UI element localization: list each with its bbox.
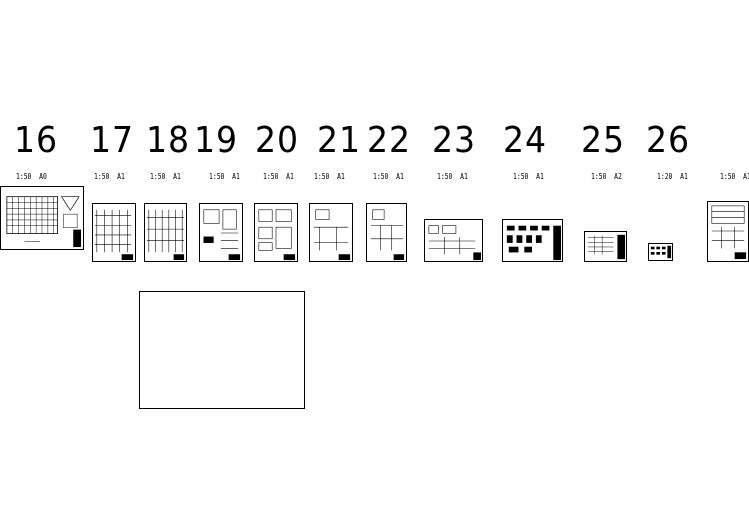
sheet-number-23: 23 bbox=[432, 120, 476, 161]
sheet-number-26: 26 bbox=[646, 120, 690, 161]
detail-drawing bbox=[650, 245, 672, 259]
sheet-thumbnail-21[interactable] bbox=[309, 203, 353, 262]
sheet-thumbnail-19[interactable] bbox=[199, 203, 243, 262]
sheet-number-20: 20 bbox=[255, 120, 299, 161]
sheet-thumbnail-22[interactable] bbox=[366, 203, 407, 262]
sheet-number-21: 21 bbox=[317, 120, 361, 161]
sheet-number-16: 16 bbox=[14, 120, 58, 161]
scale-label-24: 1:50 A1 bbox=[513, 172, 544, 181]
elevation-drawing bbox=[258, 209, 296, 261]
plan-drawing bbox=[428, 225, 482, 261]
scale-label-17: 1:50 A1 bbox=[94, 172, 125, 181]
sheet-thumbnail-24[interactable] bbox=[502, 219, 563, 262]
detail-drawing bbox=[313, 209, 351, 261]
scale-label-25: 1:50 A2 bbox=[591, 172, 622, 181]
scale-label-27: 1:50 A1 bbox=[720, 172, 749, 181]
floor-plan-drawing bbox=[6, 196, 82, 248]
scale-label-26: 1:20 A1 bbox=[657, 172, 688, 181]
sheet-thumbnail-20[interactable] bbox=[254, 203, 298, 262]
scale-label-18: 1:50 A1 bbox=[150, 172, 181, 181]
sheet-thumbnail-27[interactable] bbox=[707, 201, 749, 262]
scale-label-23: 1:50 A1 bbox=[437, 172, 468, 181]
sheet-number-19: 19 bbox=[194, 120, 238, 161]
sheet-number-17: 17 bbox=[90, 120, 134, 161]
sheet-number-22: 22 bbox=[367, 120, 411, 161]
sheet-thumbnail-18[interactable] bbox=[144, 203, 187, 262]
sheet-thumbnail-16[interactable] bbox=[0, 186, 84, 250]
detail-drawing bbox=[370, 209, 405, 261]
scale-label-20: 1:50 A1 bbox=[263, 172, 294, 181]
empty-drawing-frame bbox=[139, 291, 305, 409]
sheet-thumbnail-23[interactable] bbox=[424, 219, 483, 262]
scale-label-21: 1:50 A1 bbox=[314, 172, 345, 181]
sheet-number-18: 18 bbox=[146, 120, 190, 161]
schedule-drawing bbox=[587, 234, 626, 260]
sheet-thumbnail-26[interactable] bbox=[648, 243, 673, 261]
sheet-number-25: 25 bbox=[581, 120, 625, 161]
scale-label-19: 1:50 A1 bbox=[209, 172, 240, 181]
section-drawing bbox=[94, 209, 134, 261]
section-drawing bbox=[711, 205, 747, 260]
scale-label-16: 1:50 A0 bbox=[16, 172, 47, 181]
section-drawing bbox=[146, 209, 185, 261]
sheet-number-24: 24 bbox=[503, 120, 547, 161]
scale-label-22: 1:50 A1 bbox=[373, 172, 404, 181]
plan-drawing bbox=[506, 225, 562, 261]
sheet-thumbnail-25[interactable] bbox=[584, 231, 627, 262]
sheet-thumbnail-17[interactable] bbox=[92, 203, 136, 262]
elevation-drawing bbox=[203, 209, 241, 261]
